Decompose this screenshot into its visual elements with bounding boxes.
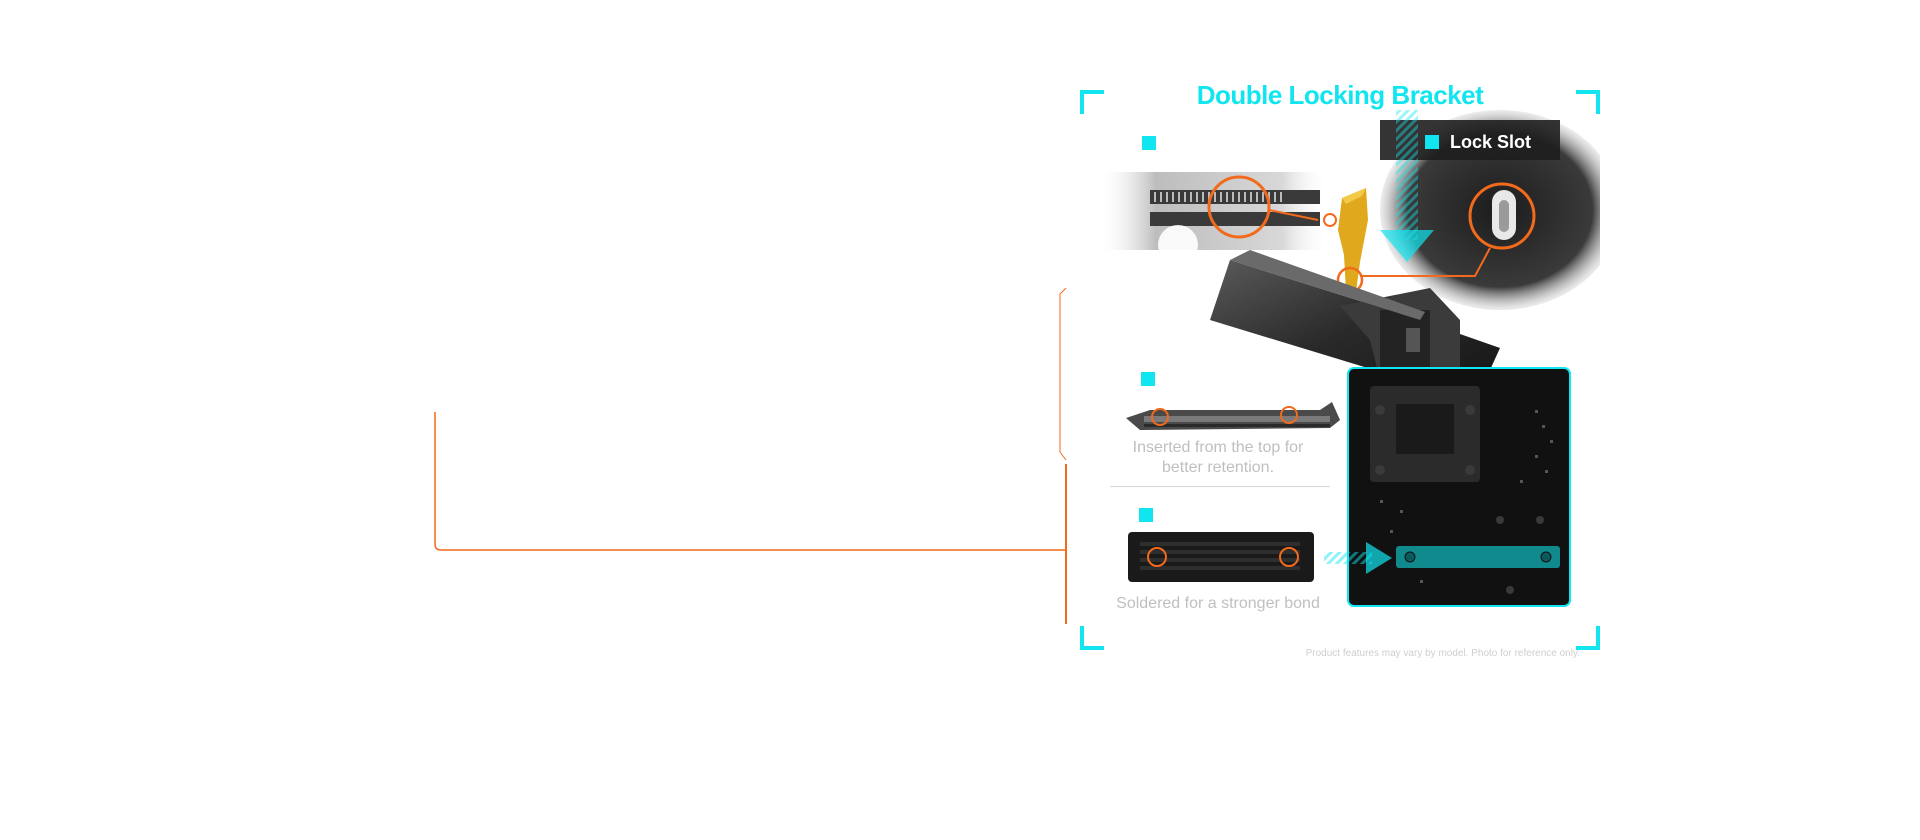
disclaimer-text: Product features may vary by model. Phot… [1305, 648, 1580, 659]
highlight-ring-solder-right [1279, 547, 1299, 567]
panel-title: Double Locking Bracket [1196, 80, 1484, 110]
motherboard-render [1347, 367, 1571, 607]
cyan-marker-square-1 [1142, 136, 1156, 150]
highlight-ring-slot [1207, 175, 1271, 239]
connector-line-bracket [1059, 287, 1067, 461]
feature-panel: Double Locking Bracket [1080, 80, 1600, 660]
locking-key-bracket [1338, 188, 1368, 292]
caption-divider [1110, 486, 1330, 487]
cyan-marker-square-3 [1141, 372, 1155, 386]
corner-frame-top-right [1576, 90, 1600, 114]
product-illustration [1098, 110, 1600, 607]
highlight-ring-solder-left [1147, 547, 1167, 567]
cyan-marker-square-4 [1139, 508, 1153, 522]
slot-side-view [1126, 402, 1340, 430]
pcie-bracket-render [1210, 250, 1500, 392]
corner-frame-top-left [1080, 90, 1104, 114]
highlight-ring-right-lock [1280, 406, 1298, 424]
cyan-marker-square-2 [1425, 135, 1439, 149]
arrow-down-icon [1380, 110, 1434, 262]
caption-retention: Inserted from the top for better retenti… [1132, 439, 1304, 476]
arrow-right-icon [1324, 542, 1392, 574]
soldered-slot-view [1128, 532, 1314, 582]
lock-slot-label: Lock Slot [1450, 132, 1532, 152]
corner-frame-bottom-right [1576, 626, 1600, 650]
connector-line-main [434, 412, 1066, 551]
highlight-ring-lock [1468, 182, 1536, 250]
corner-frame-bottom-left [1080, 626, 1104, 650]
caption-solder: Soldered for a stronger bond [1116, 595, 1320, 612]
highlight-ring-left-lock [1151, 408, 1169, 426]
slot-closeup-top-left [1098, 172, 1328, 265]
